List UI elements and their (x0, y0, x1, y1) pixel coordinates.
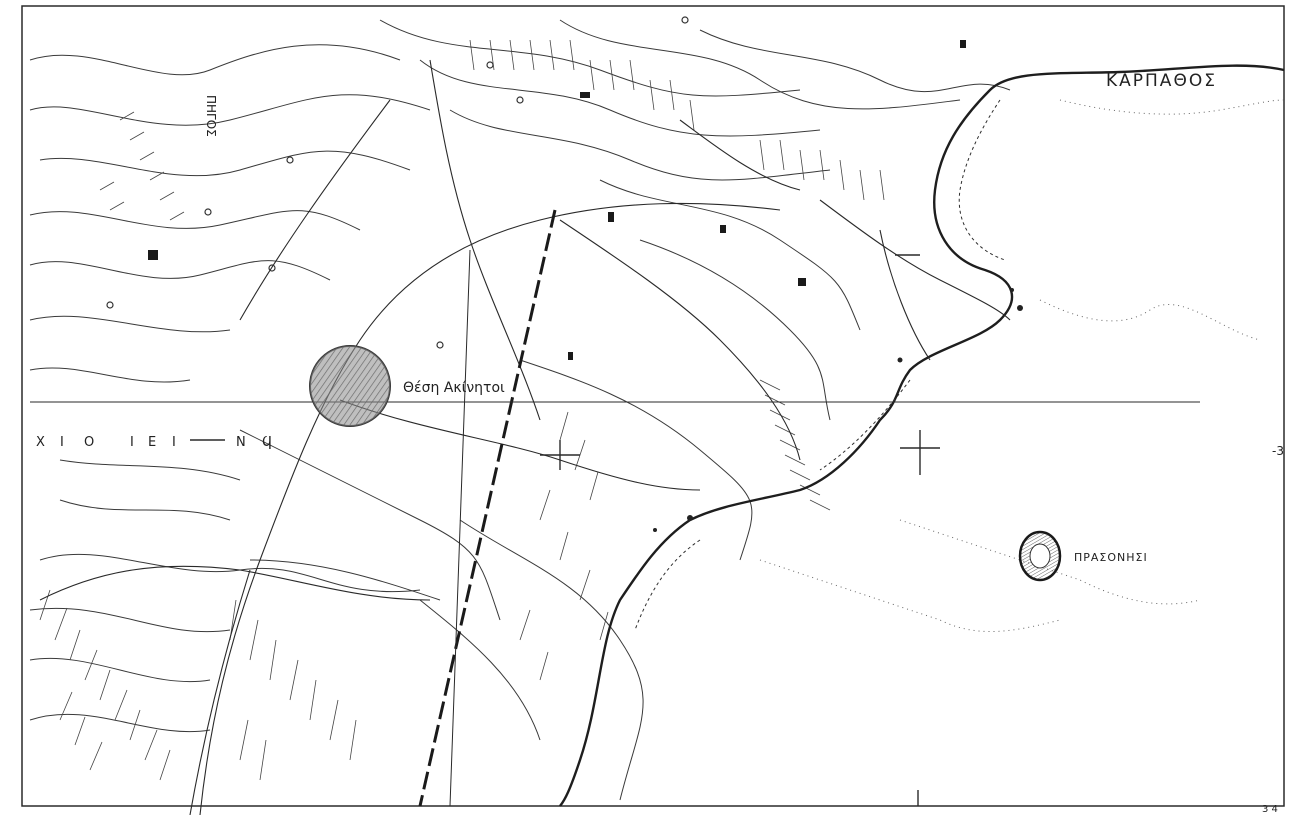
district-letter: Χ (36, 435, 45, 450)
vertical-place-label: ΠΗΓΟΣ (204, 95, 218, 137)
margin-label-right: -3 (1272, 444, 1284, 458)
map-symbols (106, 16, 689, 349)
district-letter: Ν (236, 435, 246, 450)
district-letter: Ϥ (262, 435, 272, 450)
road-network (39, 59, 1011, 816)
site-label: Θέση Ακίνητοι (403, 380, 505, 396)
prasonisi-label: ΠΡΑΣΟΝΗΣΙ (1074, 551, 1148, 564)
margin-label-bottom: 3 4 (1262, 804, 1278, 815)
district-letter: Ι (130, 435, 134, 450)
straight-route-thin (449, 249, 471, 807)
coastal-rocks (653, 288, 1023, 532)
coast-relief (634, 99, 1006, 631)
karpathos-label: ΚΑΡΠΑΘΟΣ (1106, 71, 1217, 91)
district-letter: Ο (84, 435, 94, 450)
district-letters: Χ Ι Ο Ι Ε Ι Ν Ϥ (36, 435, 272, 450)
terrain-hachures (39, 39, 885, 781)
contour-lines (29, 19, 1011, 801)
prasonisi-island (1018, 530, 1062, 582)
district-letter: Ε (148, 435, 156, 450)
site-marker[interactable] (309, 345, 391, 427)
coastline (559, 64, 1285, 807)
straight-route (418, 209, 557, 807)
district-letter: Ι (60, 435, 64, 450)
black-marks (148, 40, 966, 360)
district-letter: Ι (172, 435, 176, 450)
map-border (21, 5, 1285, 807)
grid-ticks (190, 254, 940, 806)
bathymetric-lines (759, 99, 1285, 633)
